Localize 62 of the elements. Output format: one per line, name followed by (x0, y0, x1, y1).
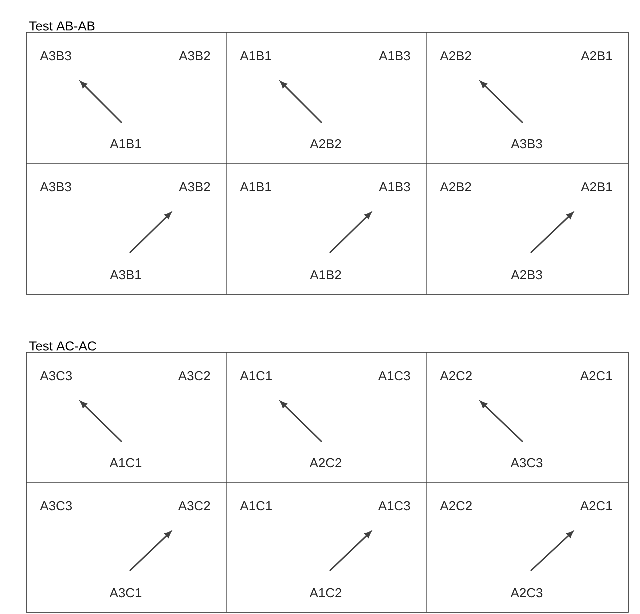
cell-label: A2C2 (440, 501, 472, 511)
cell-label: A2B1 (581, 182, 612, 192)
arrow (530, 212, 574, 254)
arrow (129, 212, 172, 254)
cell-label: A3C1 (110, 588, 142, 598)
cell-label: A1B3 (379, 51, 410, 61)
arrow (480, 81, 524, 124)
cell-box (426, 163, 629, 295)
node-label: Test AB-AB (30, 22, 95, 31)
cell-label: A3B2 (179, 182, 210, 192)
cell-label: A1B3 (379, 182, 410, 192)
cell-label: A2C3 (510, 588, 543, 598)
cell-box (426, 352, 629, 483)
cell-box (26, 32, 227, 164)
cell-box (426, 32, 629, 164)
cell-box (226, 163, 427, 295)
arrow (280, 401, 323, 443)
cell-label: A3B1 (110, 270, 142, 280)
cell-label: A3C2 (178, 371, 210, 381)
cell-label: A2C1 (580, 371, 612, 381)
cell-box (26, 352, 227, 483)
arrow (80, 81, 123, 124)
cell-label: A2C1 (580, 501, 612, 511)
cell-label: A1C3 (378, 501, 410, 511)
cell-label: A2B2 (310, 139, 342, 149)
cell-label: A1C1 (110, 458, 142, 468)
cell-label: A3B3 (40, 182, 72, 192)
cell-label: A2B2 (440, 182, 472, 192)
cell-label: A1B1 (240, 182, 272, 192)
cell-label: A2C2 (310, 458, 342, 468)
cell-label: A3B3 (511, 139, 542, 149)
arrow (480, 401, 524, 443)
cell-label: A1C1 (240, 371, 272, 381)
arrow (129, 531, 172, 572)
cell-label: A1C3 (378, 371, 410, 381)
cell-box (226, 482, 427, 613)
cell-label: A3C3 (40, 501, 72, 511)
cell-box (26, 163, 227, 295)
cell-box (26, 482, 227, 613)
arrow (280, 81, 323, 124)
cell-label: A3B2 (179, 51, 210, 61)
arrow (530, 531, 574, 572)
arrow (80, 401, 123, 443)
cell-label: A2C2 (440, 371, 472, 381)
cell-label: A3C3 (510, 458, 543, 468)
cell-label: A1C1 (240, 501, 272, 511)
cell-label: A2B1 (581, 51, 612, 61)
cell-label: A2B3 (511, 270, 542, 280)
arrow (329, 531, 372, 572)
node-label: Test AC-AC (30, 342, 96, 351)
cell-label: A1B2 (310, 270, 342, 280)
cell-label: A3B3 (40, 51, 72, 61)
cell-box (226, 352, 427, 483)
cell-box (426, 482, 629, 613)
cell-label: A3C2 (178, 501, 210, 511)
cell-box (226, 32, 427, 164)
cell-label: A1B1 (110, 140, 142, 148)
cell-label: A3C3 (40, 371, 72, 381)
cell-label: A1B1 (240, 52, 272, 60)
cell-label: A1C2 (310, 588, 342, 598)
cell-label: A2B2 (440, 51, 472, 61)
arrow (329, 212, 372, 254)
